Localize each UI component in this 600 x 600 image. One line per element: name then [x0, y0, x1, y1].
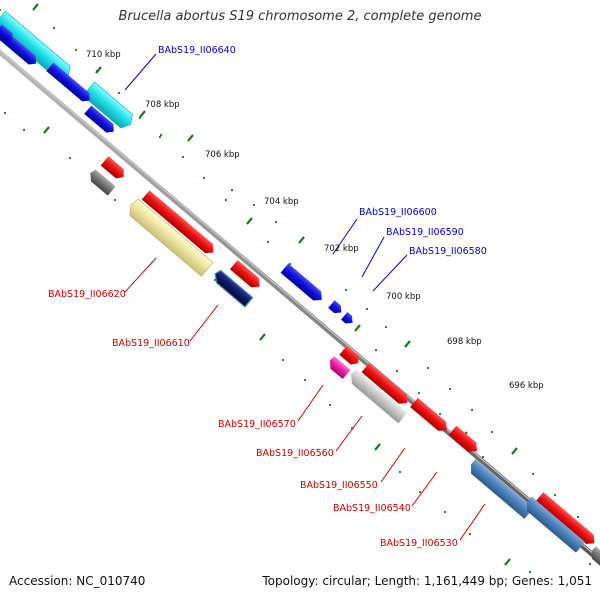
gene-label-II06530[interactable]: BAbS19_II06530	[380, 538, 458, 549]
tick-label-700: 700 kbp	[386, 292, 421, 302]
tick-label-708: 708 kbp	[145, 100, 180, 110]
inner-tick-ring	[95, 66, 518, 455]
feature-blue-6	[328, 300, 342, 314]
feature-red-mid-1	[339, 345, 359, 365]
feature-blue-3	[84, 105, 114, 133]
tick-label-698: 698 kbp	[447, 337, 482, 347]
gene-label-II06580[interactable]: BAbS19_II06580	[409, 246, 487, 257]
gene-label-II06640[interactable]: BAbS19_II06640	[158, 45, 236, 56]
reverse-strand-features	[90, 169, 600, 568]
gene-label-II06570[interactable]: BAbS19_II06570	[218, 419, 296, 430]
feature-gray-1	[90, 169, 116, 196]
feature-red-mid-4	[448, 425, 477, 452]
gene-label-II06620[interactable]: BAbS19_II06620	[48, 289, 126, 300]
tick-labels: 710 kbp 708 kbp 706 kbp 704 kbp 702 kbp …	[86, 50, 544, 391]
feature-blue-4	[0, 24, 13, 42]
feature-gray-2	[591, 546, 600, 568]
feature-yellow-1	[129, 198, 214, 277]
gene-label-II06600[interactable]: BAbS19_II06600	[359, 207, 437, 218]
feature-blue-2	[46, 62, 90, 102]
inner-tick-dots	[0, 8, 580, 519]
feature-red-mid-5	[535, 492, 595, 544]
feature-red-top-1	[141, 190, 214, 254]
feature-steel-1	[471, 459, 534, 519]
gene-labels: BAbS19_II06640 BAbS19_II06600 BAbS19_II0…	[48, 45, 487, 549]
feature-red-top-2	[100, 156, 124, 179]
gene-label-II06590[interactable]: BAbS19_II06590	[386, 227, 464, 238]
feature-navy-1	[214, 269, 254, 308]
tick-label-706: 706 kbp	[205, 150, 240, 160]
gene-label-II06560[interactable]: BAbS19_II06560	[256, 448, 334, 459]
feature-red-top-3	[229, 260, 260, 288]
map-title: Brucella abortus S19 chromosome 2, compl…	[118, 9, 482, 24]
genome-summary-text: Topology: circular; Length: 1,161,449 bp…	[262, 574, 592, 588]
feature-blue-5	[280, 263, 322, 301]
accession-text: Accession: NC_010740	[9, 574, 146, 588]
feature-steel-2	[527, 496, 585, 553]
tick-label-704: 704 kbp	[264, 197, 299, 207]
feature-lightgray-1	[351, 369, 408, 424]
gene-label-II06540[interactable]: BAbS19_II06540	[333, 503, 411, 514]
tick-label-710: 710 kbp	[86, 50, 121, 60]
outer-tick-ring	[32, 3, 575, 546]
gene-label-II06610[interactable]: BAbS19_II06610	[112, 338, 190, 349]
feature-blue-7	[340, 311, 353, 324]
feature-red-mid-2	[361, 362, 408, 404]
tick-label-696: 696 kbp	[509, 381, 544, 391]
tick-label-702: 702 kbp	[324, 244, 359, 254]
label-leader-lines	[124, 53, 486, 541]
gene-label-II06550[interactable]: BAbS19_II06550	[300, 480, 378, 491]
feature-red-mid-3	[410, 397, 447, 431]
feature-magenta-1	[329, 356, 351, 380]
chromosome-backbone	[0, 49, 600, 565]
forward-strand-features	[0, 10, 595, 544]
